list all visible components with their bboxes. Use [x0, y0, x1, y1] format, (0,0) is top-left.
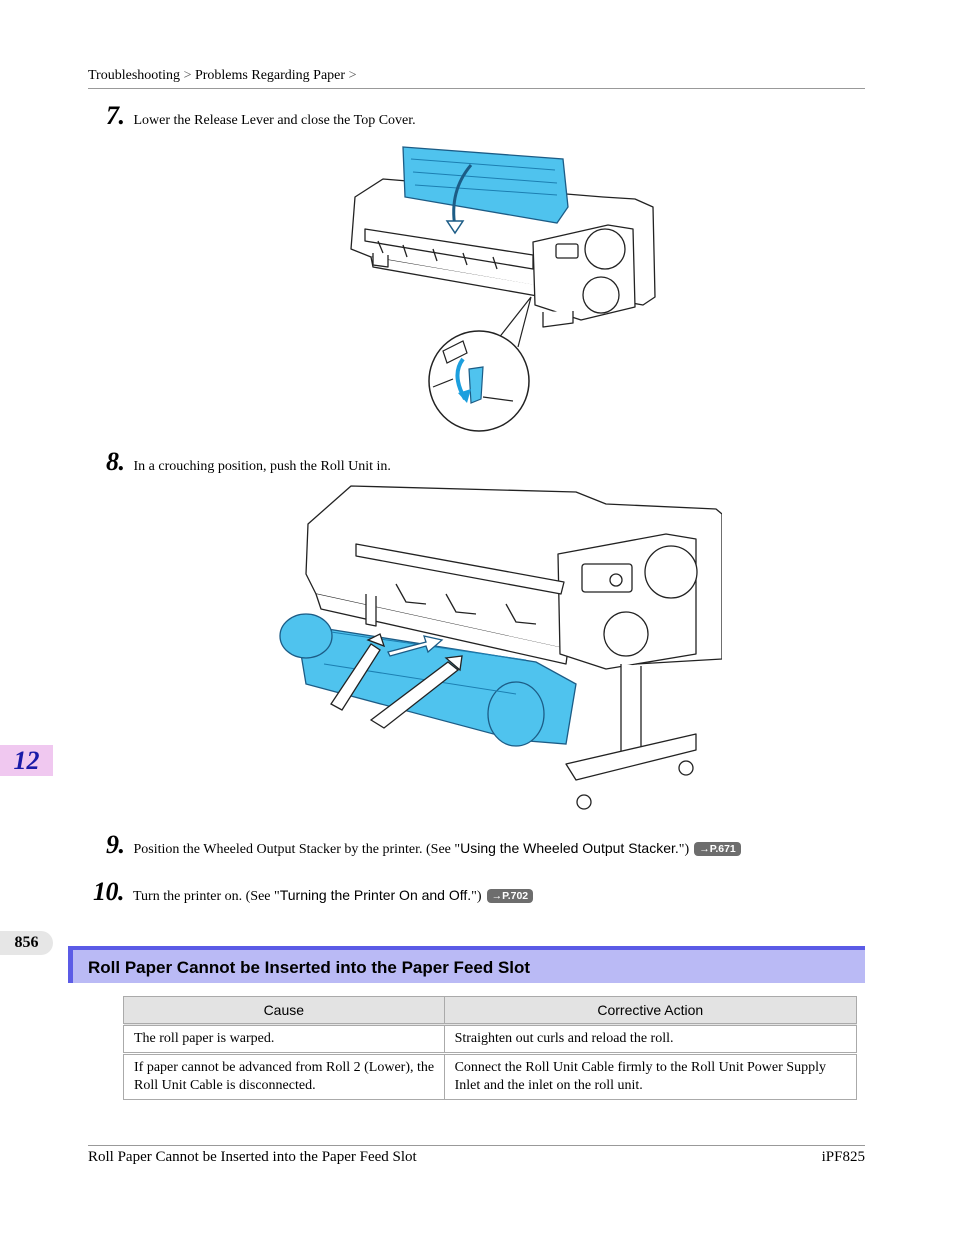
step-number: 10. [93, 877, 125, 906]
footer-model-name: iPF825 [821, 1149, 865, 1165]
printer-top-cover-illustration [350, 146, 656, 432]
cell-action: Straighten out curls and reload the roll… [443, 1024, 858, 1055]
step-8: 8. In a crouching position, push the Rol… [106, 447, 391, 477]
step-number: 9. [106, 830, 125, 859]
step-text: Turn the printer on. (See " [133, 889, 280, 904]
table-row: The roll paper is warped. Straighten out… [123, 1024, 858, 1055]
section-title: Roll Paper Cannot be Inserted into the P… [88, 958, 531, 977]
breadcrumb-item-problems-paper[interactable]: Problems Regarding Paper [194, 68, 346, 83]
step-10: 10. Turn the printer on. (See "Turning t… [93, 877, 534, 907]
column-header-corrective-action: Corrective Action [443, 996, 858, 1026]
column-header-cause: Cause [123, 996, 445, 1026]
page-ref-badge[interactable]: →P.671 [694, 842, 741, 856]
step-link-printer-on-off[interactable]: Turning the Printer On and Off. [279, 887, 472, 903]
step-text: Position the Wheeled Output Stacker by t… [133, 842, 461, 857]
step-number: 7. [106, 101, 125, 130]
page-ref-badge[interactable]: →P.702 [486, 889, 534, 903]
printer-roll-unit-illustration [279, 485, 722, 810]
step-text: In a crouching position, push the Roll U… [133, 459, 391, 474]
step-link-wheeled-output-stacker[interactable]: Using the Wheeled Output Stacker. [460, 840, 679, 856]
troubleshooting-table: Cause Corrective Action The roll paper i… [123, 996, 858, 1100]
step-text-close: ") [471, 889, 482, 904]
breadcrumb-separator: > [183, 68, 192, 83]
step-text: Lower the Release Lever and close the To… [133, 113, 416, 128]
footer-section-title: Roll Paper Cannot be Inserted into the P… [88, 1149, 417, 1165]
table-row: If paper cannot be advanced from Roll 2 … [123, 1053, 858, 1100]
breadcrumb-item-troubleshooting[interactable]: Troubleshooting [88, 68, 181, 83]
breadcrumb: Troubleshooting > Problems Regarding Pap… [88, 67, 865, 89]
step-number: 8. [106, 447, 125, 476]
step-7: 7. Lower the Release Lever and close the… [106, 101, 416, 131]
table-header-row: Cause Corrective Action [123, 996, 858, 1026]
chapter-tab[interactable]: 12 [0, 745, 53, 776]
step-9: 9. Position the Wheeled Output Stacker b… [106, 830, 741, 860]
page-footer: Roll Paper Cannot be Inserted into the P… [88, 1145, 865, 1166]
cell-cause: The roll paper is warped. [123, 1024, 445, 1055]
breadcrumb-separator: > [348, 68, 357, 83]
step-text-close: ") [678, 842, 690, 857]
cell-cause: If paper cannot be advanced from Roll 2 … [123, 1053, 445, 1100]
section-heading: Roll Paper Cannot be Inserted into the P… [68, 946, 865, 983]
cell-action: Connect the Roll Unit Cable firmly to th… [443, 1053, 858, 1100]
page-number: 856 [0, 931, 53, 955]
